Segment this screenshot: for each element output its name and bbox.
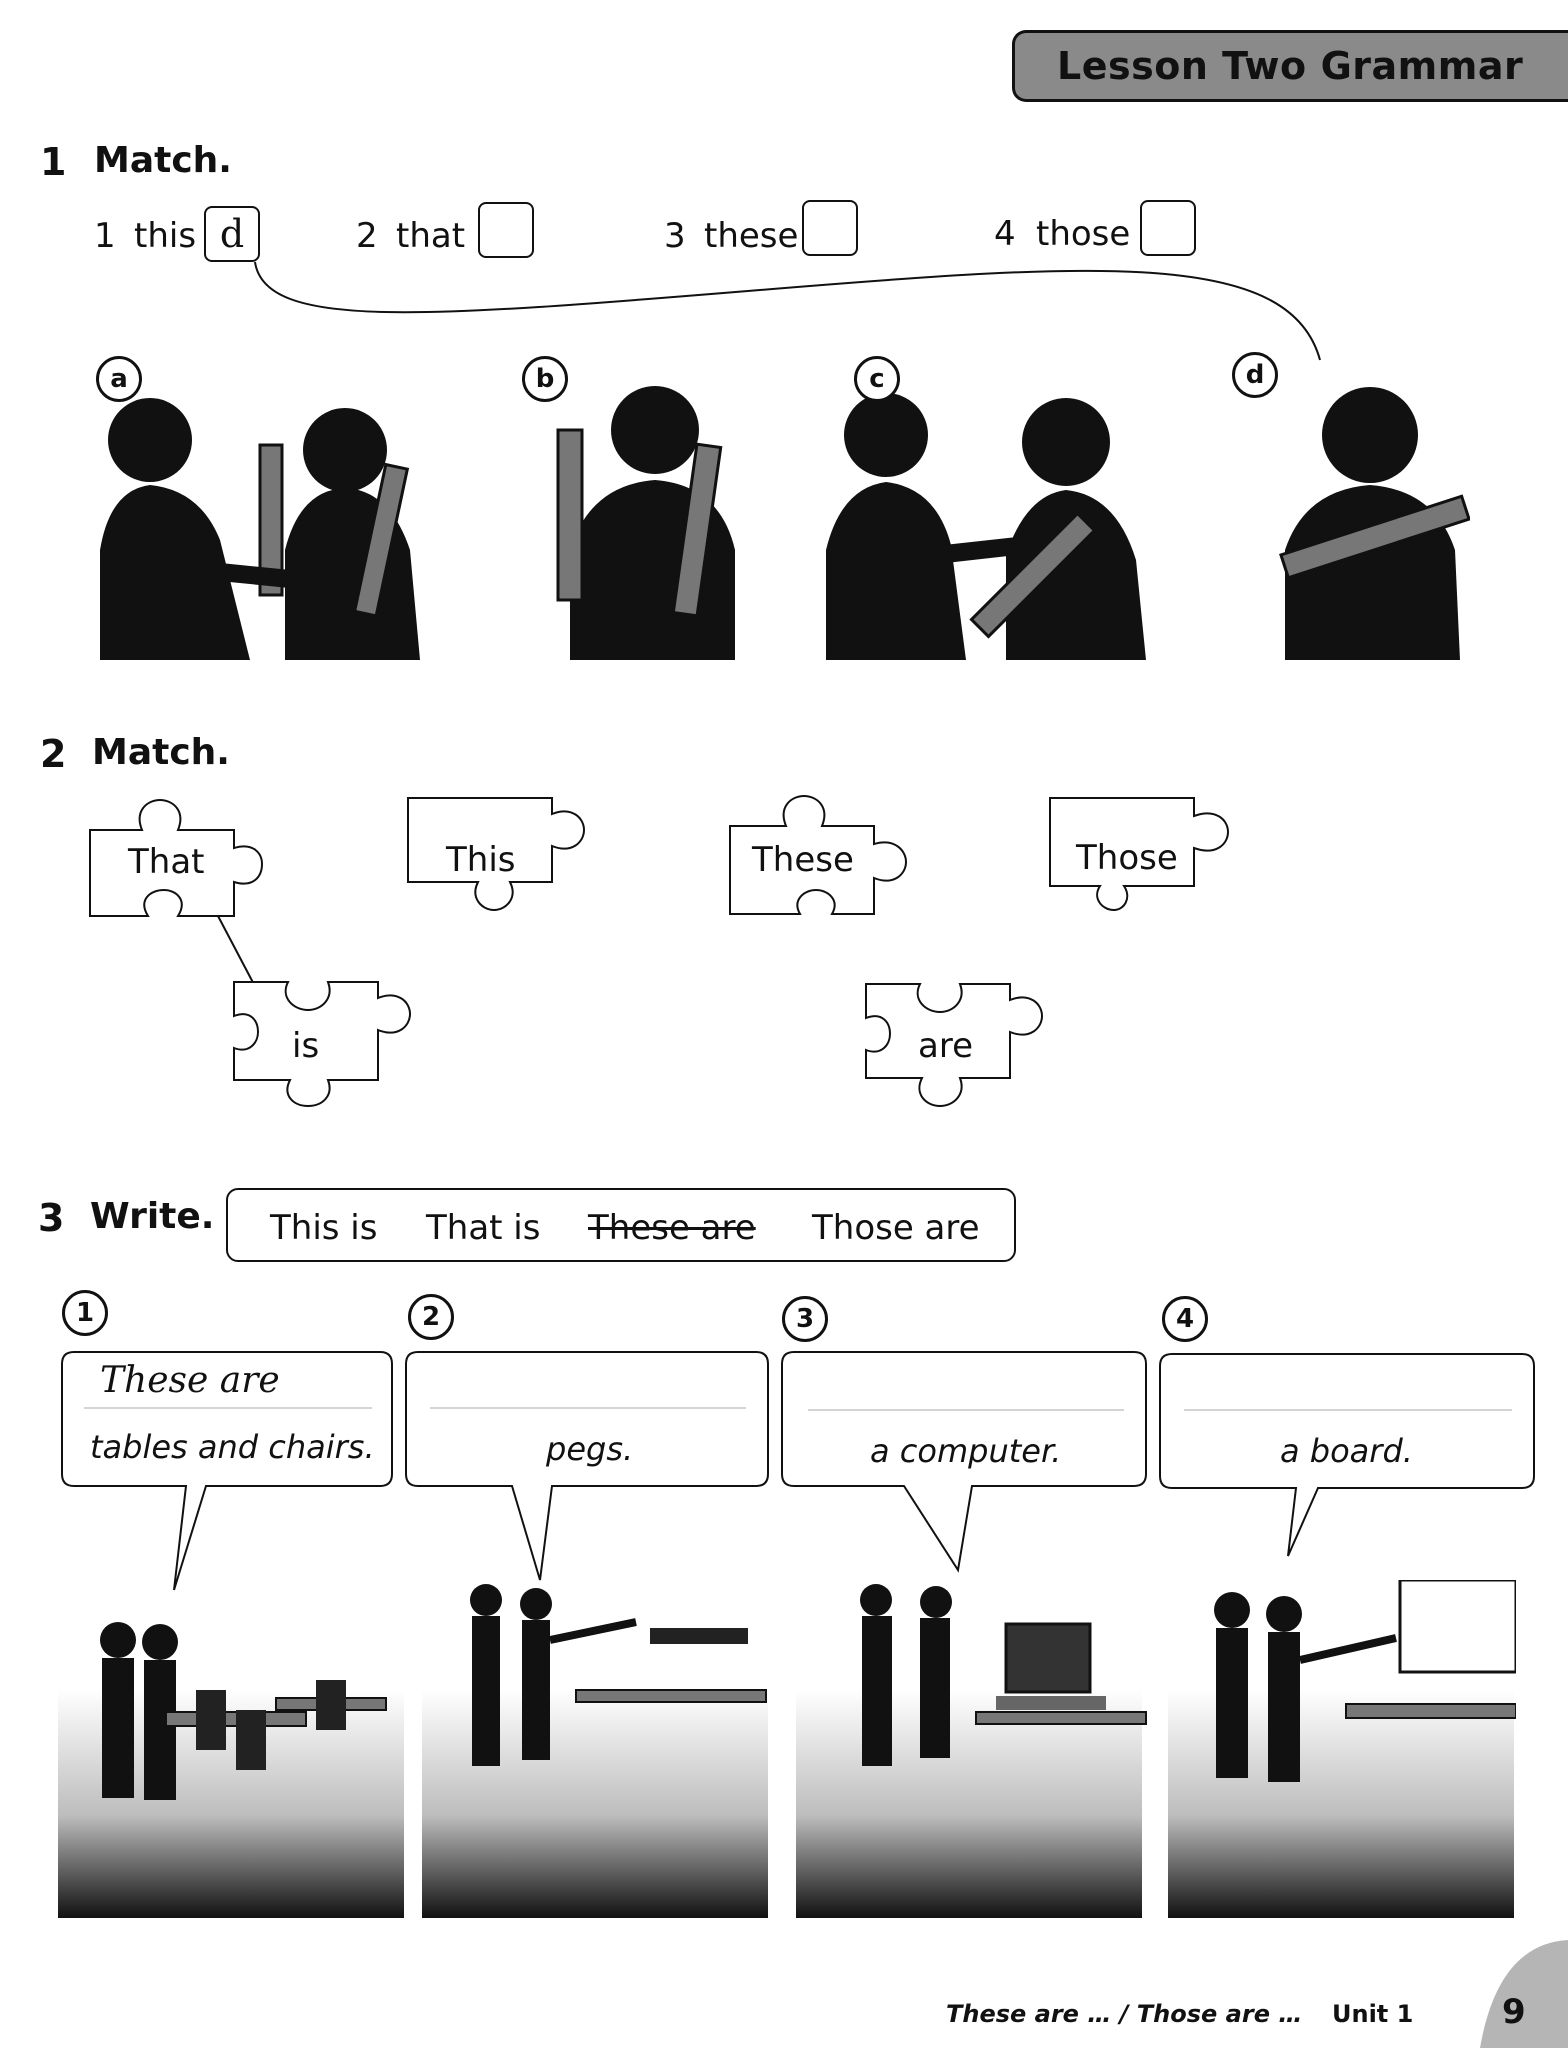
picture-b-label: b	[522, 356, 568, 402]
puzzle-piece-is[interactable]	[228, 976, 428, 1116]
lesson-section: Grammar	[1320, 44, 1524, 88]
ex1-item-2-num: 2	[356, 216, 378, 256]
picture-b-boy-two-rulers	[556, 386, 735, 660]
footer-lesson-focus: These are … / Those are …	[946, 2000, 1303, 2028]
bubble-1-text: tables and chairs.	[90, 1428, 375, 1466]
picture-c-boy-girl-ruler	[826, 393, 1146, 660]
ex1-item-2-answer-box[interactable]	[478, 202, 534, 258]
picture-c-label: c	[854, 356, 900, 402]
puzzle-label-those: Those	[1076, 838, 1178, 878]
puzzle-label-these: These	[752, 840, 854, 880]
puzzle-piece-that[interactable]	[84, 796, 284, 936]
exercise-2-title: Match.	[92, 732, 230, 773]
bubble-1-number: 1	[62, 1290, 108, 1336]
word-bank-these-are-crossed: These are	[588, 1208, 756, 1248]
ex1-item-1-answer-box[interactable]: d	[204, 206, 260, 262]
bubble-3-number: 3	[782, 1296, 828, 1342]
classroom-scenes	[58, 1580, 1516, 1918]
bubble-2-text: pegs.	[546, 1430, 634, 1468]
picture-a-two-boys-rulers	[100, 398, 420, 660]
puzzle-piece-those[interactable]	[1044, 794, 1244, 924]
page-number: 9	[1502, 1992, 1526, 2032]
ex2-match-line	[217, 915, 259, 993]
puzzle-label-is: is	[292, 1026, 320, 1066]
word-bank-box: This is That is These are Those are	[226, 1188, 1016, 1262]
bubble-1-answer[interactable]: These are	[100, 1360, 280, 1401]
word-bank-this-is: This is	[270, 1208, 378, 1248]
page-corner-shape	[1480, 1940, 1568, 2048]
lesson-title: Lesson Two	[1057, 44, 1307, 88]
exercise-1-title: Match.	[94, 140, 232, 181]
puzzle-label-are: are	[918, 1026, 973, 1066]
word-bank-those-are: Those are	[812, 1208, 980, 1248]
speech-bubbles	[61, 1351, 1535, 1591]
ex1-item-4-word: those	[1036, 214, 1131, 254]
ex1-match-line	[254, 261, 1321, 361]
ex1-item-4-num: 4	[994, 214, 1016, 254]
ex1-item-1-word: this	[134, 216, 197, 256]
bubble-2-number: 2	[408, 1294, 454, 1340]
ex1-item-3-num: 3	[664, 216, 686, 256]
exercise-3-number: 3	[38, 1196, 65, 1240]
exercise-3-title: Write.	[90, 1196, 215, 1237]
exercise-2-number: 2	[40, 732, 67, 776]
footer-unit: Unit 1	[1332, 2000, 1414, 2028]
ex1-item-3-answer-box[interactable]	[802, 200, 858, 256]
bubble-4-text: a board.	[1280, 1432, 1413, 1470]
puzzle-label-this: This	[446, 840, 516, 880]
puzzle-piece-these[interactable]	[724, 792, 924, 932]
ex1-item-3-word: these	[704, 216, 799, 256]
ex1-item-2-word: that	[396, 216, 466, 256]
ex1-item-4-answer-box[interactable]	[1140, 200, 1196, 256]
puzzle-label-that: That	[128, 842, 205, 882]
picture-d-boy-ruler	[1279, 387, 1470, 660]
picture-a-label: a	[96, 356, 142, 402]
ex1-item-1-num: 1	[94, 216, 116, 256]
bubble-4-number: 4	[1162, 1296, 1208, 1342]
bubble-3-text: a computer.	[870, 1432, 1062, 1470]
puzzle-piece-this[interactable]	[402, 794, 602, 924]
exercise-1-number: 1	[40, 140, 67, 184]
picture-d-label: d	[1232, 352, 1278, 398]
lesson-header: Lesson Two Grammar	[1012, 30, 1568, 102]
puzzle-piece-are[interactable]	[860, 978, 1060, 1118]
word-bank-that-is: That is	[426, 1208, 541, 1248]
